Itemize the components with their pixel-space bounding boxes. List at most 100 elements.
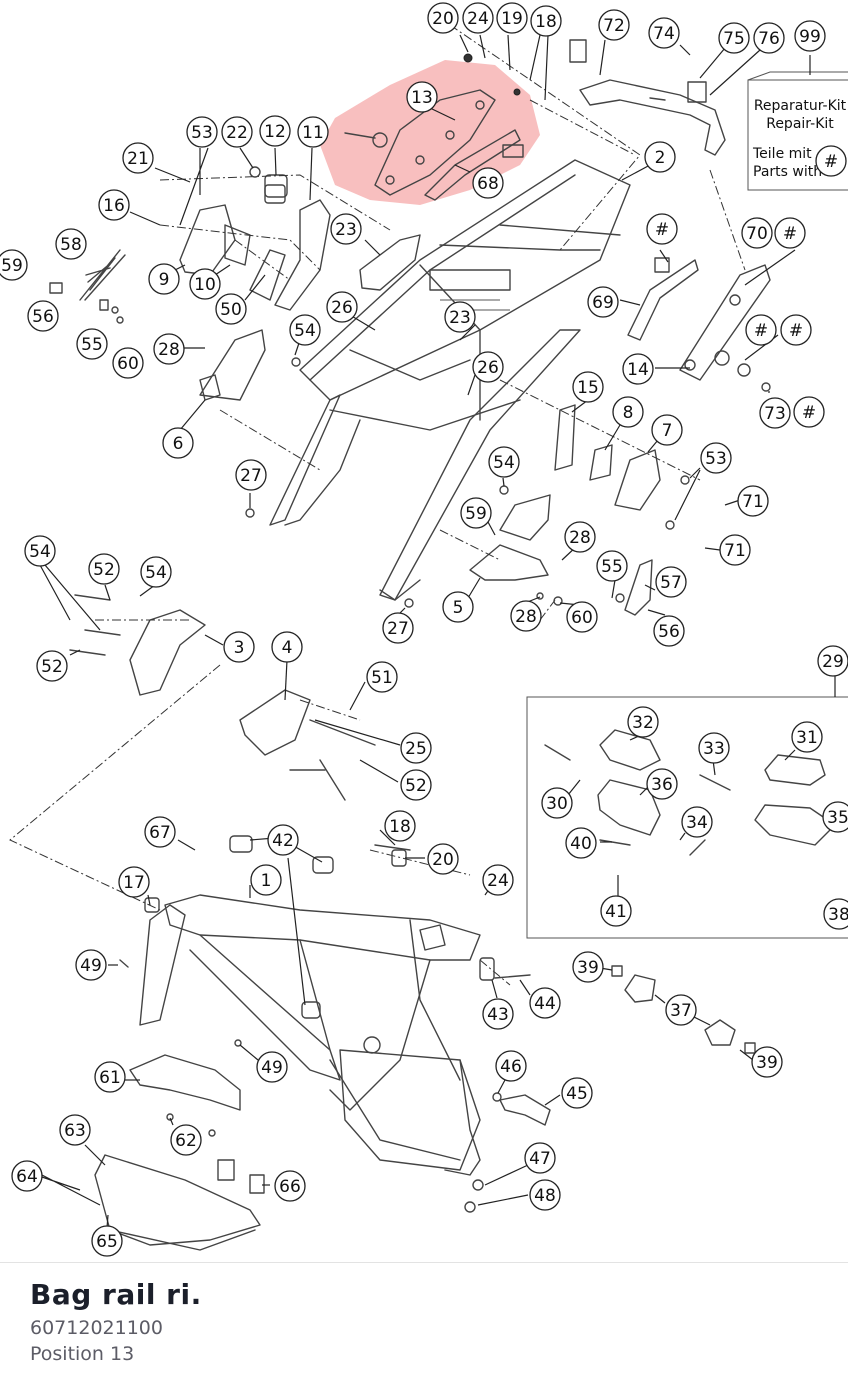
callout-40[interactable]: 40	[565, 827, 597, 859]
callout-73[interactable]: 73	[759, 397, 791, 429]
callout-25[interactable]: 25	[400, 732, 432, 764]
callout-26[interactable]: 26	[326, 291, 358, 323]
callout-12[interactable]: 12	[259, 115, 291, 147]
callout-64[interactable]: 64	[11, 1160, 43, 1192]
callout-6[interactable]: 6	[162, 427, 194, 459]
callout-16[interactable]: 16	[98, 189, 130, 221]
callout-32[interactable]: 32	[627, 706, 659, 738]
callout-99[interactable]: 99	[794, 20, 826, 52]
callout-kit-symbol[interactable]: #	[646, 213, 678, 245]
callout-51[interactable]: 51	[366, 661, 398, 693]
callout-35[interactable]: 35	[822, 801, 848, 833]
callout-17[interactable]: 17	[118, 866, 150, 898]
callout-34[interactable]: 34	[681, 806, 713, 838]
callout-36[interactable]: 36	[646, 768, 678, 800]
callout-54[interactable]: 54	[488, 446, 520, 478]
callout-46[interactable]: 46	[495, 1050, 527, 1082]
callout-71[interactable]: 71	[719, 534, 751, 566]
callout-19[interactable]: 19	[496, 2, 528, 34]
callout-44[interactable]: 44	[529, 987, 561, 1019]
callout-kit-symbol[interactable]: #	[745, 314, 777, 346]
callout-57[interactable]: 57	[655, 566, 687, 598]
callout-56[interactable]: 56	[27, 300, 59, 332]
callout-67[interactable]: 67	[144, 816, 176, 848]
callout-63[interactable]: 63	[59, 1114, 91, 1146]
callout-56[interactable]: 56	[653, 615, 685, 647]
callout-71[interactable]: 71	[737, 485, 769, 517]
callout-76[interactable]: 76	[753, 22, 785, 54]
callout-68[interactable]: 68	[472, 167, 504, 199]
callout-39[interactable]: 39	[751, 1046, 783, 1078]
callout-53[interactable]: 53	[700, 442, 732, 474]
callout-50[interactable]: 50	[215, 293, 247, 325]
callout-47[interactable]: 47	[524, 1142, 556, 1174]
callout-22[interactable]: 22	[221, 116, 253, 148]
callout-45[interactable]: 45	[561, 1077, 593, 1109]
callout-33[interactable]: 33	[698, 732, 730, 764]
callout-20[interactable]: 20	[427, 2, 459, 34]
callout-48[interactable]: 48	[529, 1179, 561, 1211]
callout-74[interactable]: 74	[648, 17, 680, 49]
callout-24[interactable]: 24	[482, 864, 514, 896]
callout-kit-symbol[interactable]: #	[815, 145, 847, 177]
callout-8[interactable]: 8	[612, 396, 644, 428]
callout-18[interactable]: 18	[384, 810, 416, 842]
callout-59[interactable]: 59	[0, 249, 28, 281]
callout-72[interactable]: 72	[598, 9, 630, 41]
callout-41[interactable]: 41	[600, 895, 632, 927]
callout-70[interactable]: 70	[741, 217, 773, 249]
callout-13[interactable]: 13	[406, 81, 438, 113]
callout-39[interactable]: 39	[572, 951, 604, 983]
callout-18[interactable]: 18	[530, 5, 562, 37]
callout-54[interactable]: 54	[289, 314, 321, 346]
callout-11[interactable]: 11	[297, 116, 329, 148]
callout-65[interactable]: 65	[91, 1225, 123, 1257]
callout-62[interactable]: 62	[170, 1124, 202, 1156]
callout-kit-symbol[interactable]: #	[780, 314, 812, 346]
callout-28[interactable]: 28	[153, 333, 185, 365]
callout-kit-symbol[interactable]: #	[793, 396, 825, 428]
callout-23[interactable]: 23	[330, 213, 362, 245]
callout-30[interactable]: 30	[541, 787, 573, 819]
callout-38[interactable]: 38	[823, 898, 848, 930]
callout-3[interactable]: 3	[223, 631, 255, 663]
callout-37[interactable]: 37	[665, 994, 697, 1026]
callout-29[interactable]: 29	[817, 645, 848, 677]
callout-42[interactable]: 42	[267, 824, 299, 856]
callout-23[interactable]: 23	[444, 301, 476, 333]
bag-rail-13[interactable]	[344, 89, 496, 196]
callout-49[interactable]: 49	[75, 949, 107, 981]
callout-60[interactable]: 60	[112, 347, 144, 379]
callout-9[interactable]: 9	[148, 263, 180, 295]
callout-10[interactable]: 10	[189, 268, 221, 300]
callout-43[interactable]: 43	[482, 998, 514, 1030]
callout-31[interactable]: 31	[791, 721, 823, 753]
callout-60[interactable]: 60	[566, 601, 598, 633]
callout-1[interactable]: 1	[250, 864, 282, 896]
highlight-part-13[interactable]	[320, 60, 540, 205]
callout-55[interactable]: 55	[596, 550, 628, 582]
callout-7[interactable]: 7	[651, 414, 683, 446]
callout-52[interactable]: 52	[400, 769, 432, 801]
callout-75[interactable]: 75	[718, 22, 750, 54]
callout-52[interactable]: 52	[88, 553, 120, 585]
callout-27[interactable]: 27	[382, 612, 414, 644]
callout-54[interactable]: 54	[24, 535, 56, 567]
callout-14[interactable]: 14	[622, 353, 654, 385]
callout-21[interactable]: 21	[122, 142, 154, 174]
callout-28[interactable]: 28	[564, 521, 596, 553]
callout-61[interactable]: 61	[94, 1061, 126, 1093]
callout-24[interactable]: 24	[462, 2, 494, 34]
callout-53[interactable]: 53	[186, 116, 218, 148]
callout-kit-symbol[interactable]: #	[774, 217, 806, 249]
callout-59[interactable]: 59	[460, 497, 492, 529]
callout-52[interactable]: 52	[36, 650, 68, 682]
callout-4[interactable]: 4	[271, 631, 303, 663]
callout-66[interactable]: 66	[274, 1170, 306, 1202]
callout-55[interactable]: 55	[76, 328, 108, 360]
callout-49[interactable]: 49	[256, 1051, 288, 1083]
callout-26[interactable]: 26	[472, 351, 504, 383]
callout-54[interactable]: 54	[140, 556, 172, 588]
callout-20[interactable]: 20	[427, 843, 459, 875]
callout-28[interactable]: 28	[510, 600, 542, 632]
